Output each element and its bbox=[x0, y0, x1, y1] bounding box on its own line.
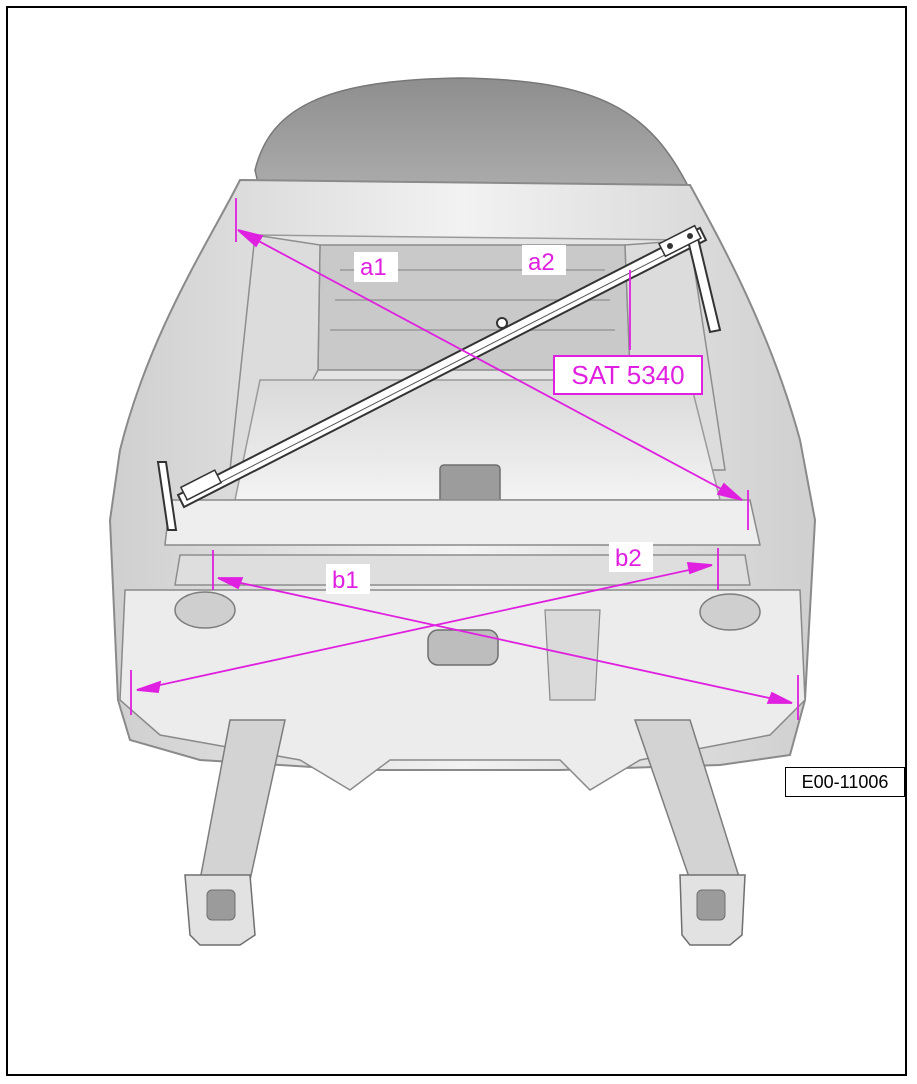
measuring-bar-icon bbox=[156, 224, 722, 531]
label-b1: b1 bbox=[332, 567, 359, 594]
arrowhead-a-end bbox=[716, 482, 743, 501]
label-b2: b2 bbox=[615, 545, 642, 572]
left-strut-tower bbox=[174, 591, 236, 629]
arrowhead-a-start bbox=[237, 229, 264, 248]
tool-label: SAT 5340 bbox=[553, 355, 703, 395]
dimension-line-b2 bbox=[136, 564, 713, 691]
rear-floor-structure bbox=[119, 589, 806, 791]
right-strut-tower bbox=[699, 593, 761, 631]
figure-id-label: E00-11006 bbox=[785, 767, 905, 797]
dimension-line-a bbox=[237, 229, 743, 501]
callout-labels: a1 a2 b1 b2 bbox=[326, 245, 653, 594]
rear-cross-member bbox=[164, 499, 761, 546]
center-floor-opening bbox=[427, 629, 499, 666]
dimension-line-b1 bbox=[217, 577, 793, 704]
label-a2: a2 bbox=[528, 249, 555, 276]
spare-well-bracket bbox=[439, 464, 501, 506]
label-a1: a1 bbox=[360, 254, 387, 281]
